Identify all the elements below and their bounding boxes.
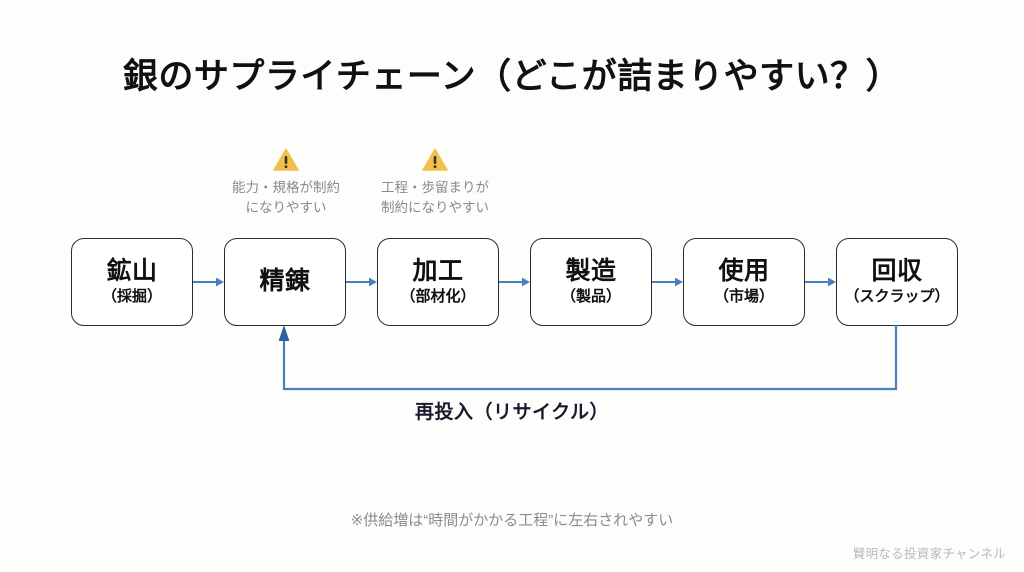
arrow-right-icon [805,277,836,287]
recycle-loop-arrow [278,325,898,391]
flow-stage-title: 回収 [871,256,923,285]
channel-watermark: 賢明なる投資家チャンネル [852,547,1006,561]
flow-stage-mining[interactable]: 鉱山 （採掘） [71,238,193,326]
warning-callout-smelting: 能力・規格が制約 になりやすい [201,148,371,217]
flow-stage-usage[interactable]: 使用 （市場） [683,238,805,326]
flow-stage-smelting[interactable]: 精錬 [224,238,346,326]
flow-stage-title: 精錬 [259,267,311,296]
flow-stage-recovery[interactable]: 回収 （スクラップ） [836,238,958,326]
flow-stage-processing[interactable]: 加工 （部材化） [377,238,499,326]
flow-stage-subtitle: （部材化） [400,288,476,306]
page-title: 銀のサプライチェーン（どこが詰まりやすい？） [122,57,902,96]
warning-triangle-icon [273,148,299,171]
flow-stage-subtitle: （市場） [713,288,774,306]
flow-stage-title: 製造 [565,256,617,285]
warning-callout-processing: 工程・歩留まりが 制約になりやすい [350,148,520,217]
flow-stage-title: 鉱山 [106,256,158,285]
flow-stage-subtitle: （採掘） [101,288,162,306]
warning-triangle-icon [422,148,448,171]
arrow-right-icon [346,277,377,287]
flow-stage-title: 使用 [718,256,770,285]
flow-stage-subtitle: （スクラップ） [844,288,950,306]
flow-stage-subtitle: （製品） [560,288,621,306]
footnote-text: ※供給増は“時間がかかる工程”に左右されやすい [350,512,674,529]
arrow-right-icon [193,277,224,287]
recycle-loop-label: 再投入（リサイクル） [414,402,610,423]
arrow-right-icon [499,277,530,287]
flow-stage-title: 加工 [412,256,464,285]
warning-callout-text: 工程・歩留まりが 制約になりやすい [381,180,489,215]
warning-callout-text: 能力・規格が制約 になりやすい [232,180,340,215]
flow-stage-manufacturing[interactable]: 製造 （製品） [530,238,652,326]
arrow-right-icon [652,277,683,287]
